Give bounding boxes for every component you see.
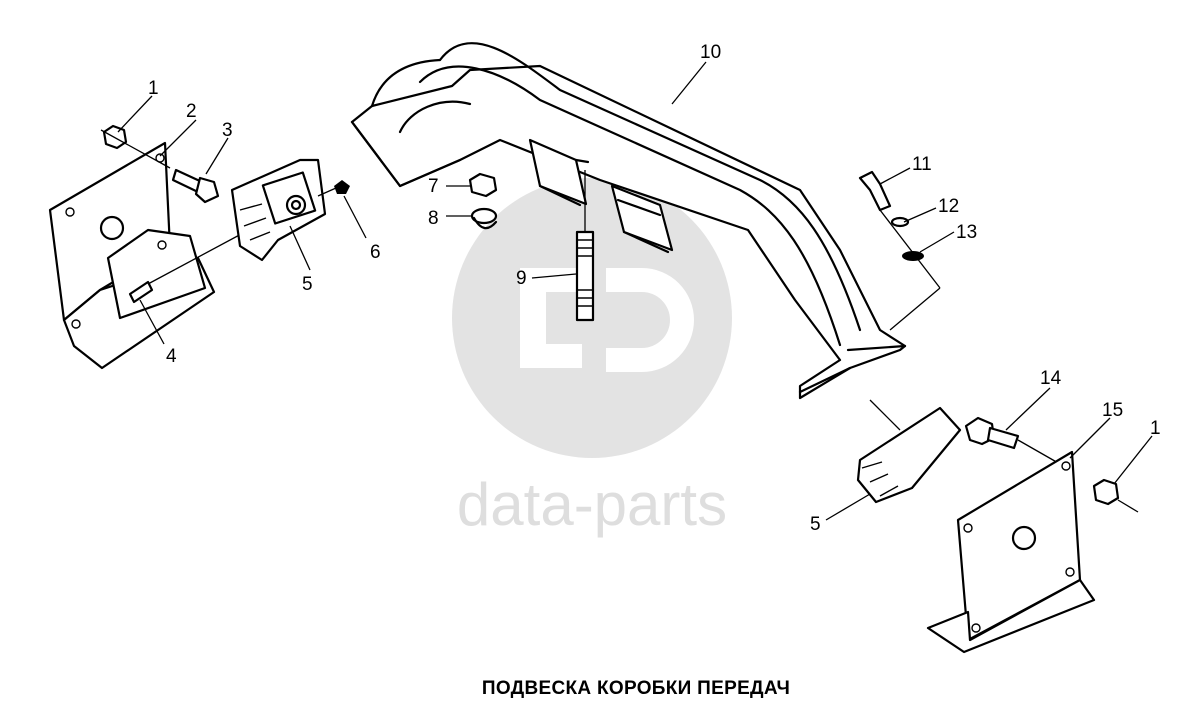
nut-13 <box>879 209 941 331</box>
callout-11: 11 <box>912 154 932 175</box>
callout-12: 12 <box>938 196 959 217</box>
bolt-11 <box>858 170 892 212</box>
rubber-mount-left <box>230 158 327 262</box>
callout-14: 14 <box>1040 368 1062 389</box>
bolt-3 <box>171 168 220 204</box>
callout-6: 6 <box>370 242 381 263</box>
callout-15: 15 <box>1102 400 1123 421</box>
leader-lines <box>117 61 1153 521</box>
callout-10: 10 <box>700 42 721 63</box>
crossmember <box>350 42 907 400</box>
right-bracket <box>926 450 1096 654</box>
callout-5: 5 <box>302 274 313 295</box>
diagram-title: ПОДВЕСКА КОРОБКИ ПЕРЕДАЧ <box>482 678 790 699</box>
nut-right <box>1092 478 1139 513</box>
stud-4 <box>128 231 246 304</box>
callout-5-right: 5 <box>810 514 821 535</box>
watermark-text: data-parts <box>457 471 727 538</box>
callout-1: 1 <box>148 78 159 99</box>
nut-left <box>100 124 171 169</box>
stud-9 <box>575 170 595 322</box>
callouts: 1 2 3 4 5 6 7 8 9 10 11 12 13 5 14 15 1 <box>148 42 1161 535</box>
callout-1-right: 1 <box>1150 418 1161 439</box>
washer-12 <box>890 216 910 228</box>
bolt-14 <box>964 416 1061 465</box>
washer-8 <box>470 207 498 230</box>
callout-4: 4 <box>166 346 177 367</box>
nut-7 <box>468 172 498 198</box>
callout-9: 9 <box>516 268 527 289</box>
callout-8: 8 <box>428 208 439 229</box>
callout-3: 3 <box>222 120 233 141</box>
rubber-mount-right <box>856 399 962 504</box>
nut-6 <box>317 180 350 197</box>
callout-13: 13 <box>956 222 977 243</box>
callout-7: 7 <box>428 176 439 197</box>
callout-2: 2 <box>186 101 197 122</box>
watermark-logo-glyph <box>520 268 694 372</box>
